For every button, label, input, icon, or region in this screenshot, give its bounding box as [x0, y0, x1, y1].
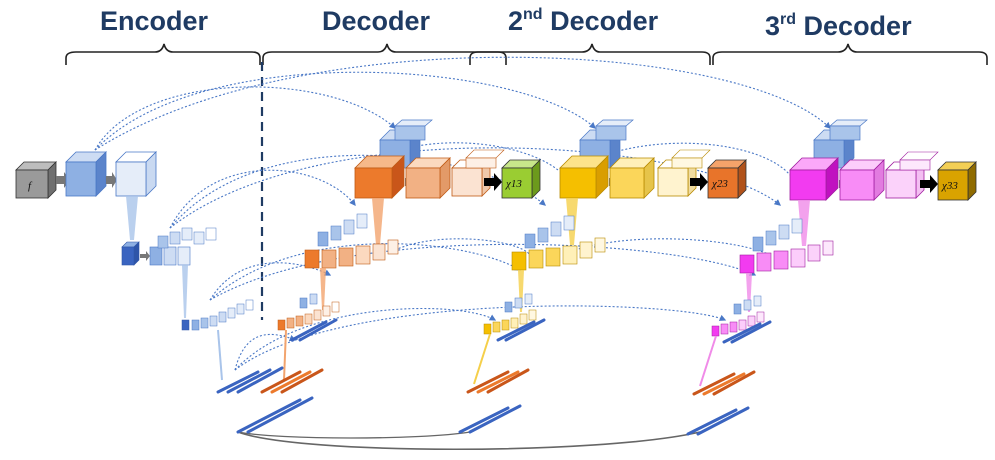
output2-block: χ23 [707, 159, 747, 199]
decoder2-level2 [511, 215, 606, 271]
encoder-level4 [216, 366, 314, 434]
decoder2-level3 [483, 293, 537, 335]
output1-label: χ13 [505, 178, 522, 190]
encoder-level3 [181, 299, 254, 331]
output3-block: χ33 [937, 161, 977, 201]
decoder3-title: 3rd Decoder [765, 11, 912, 41]
input-block: f [15, 161, 57, 199]
input-label: f [28, 180, 33, 192]
decoder1-level3 [277, 293, 340, 331]
decoder3-level2 [739, 218, 834, 274]
bottom-arc [237, 431, 701, 451]
decoder3-brace [712, 43, 988, 65]
decoder2-brace [469, 43, 711, 65]
encoder-brace [65, 43, 261, 65]
encoder-level2 [121, 227, 217, 266]
output2-label: χ23 [711, 178, 728, 190]
output3-label: χ33 [941, 180, 958, 192]
decoder1-level4 [260, 318, 338, 394]
decoder-title: Decoder [322, 6, 431, 36]
encoder-level1 [65, 151, 157, 197]
output1-block: χ13 [501, 159, 541, 199]
decoder1-level1 [354, 149, 505, 199]
decoder3-level4 [686, 320, 772, 436]
header-braces [65, 43, 988, 65]
decoder2-title: 2nd Decoder [508, 6, 659, 36]
decoder2-level1 [559, 149, 711, 199]
decoder1-level2 [304, 213, 399, 269]
decoder3-level1 [789, 151, 939, 201]
decoder2-level4 [458, 318, 546, 434]
decoder2-top-skip-cubes [579, 119, 634, 169]
decoder3-level3 [711, 295, 765, 337]
encoder-title: Encoder [100, 6, 209, 36]
